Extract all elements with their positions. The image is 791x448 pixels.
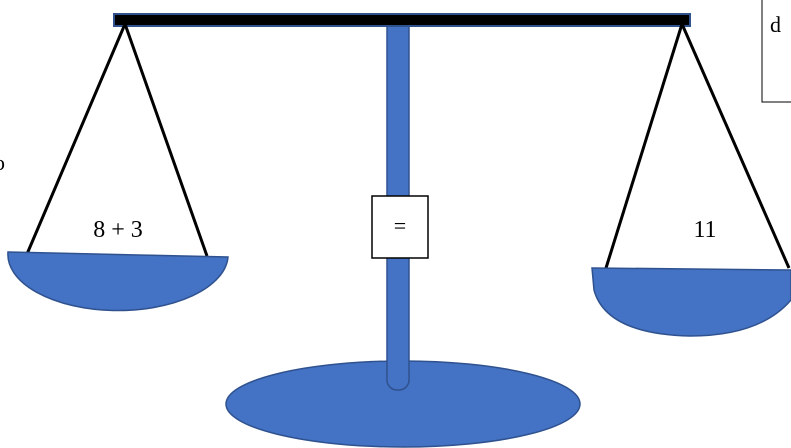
left-pan (7, 251, 229, 312)
right-pan-expression: 11 (693, 217, 716, 243)
equals-sign: = (394, 213, 406, 238)
left-string-outer (25, 23, 127, 255)
left-string-inner (123, 23, 209, 257)
left-pan-expression: 8 + 3 (93, 217, 143, 243)
cropped-text-box-frame (761, 0, 791, 103)
right-string-outer (604, 23, 684, 269)
left-strings (25, 23, 209, 257)
cropped-text-box-letter: d (770, 12, 781, 37)
cropped-text-box: d (761, 0, 791, 103)
equals-sign-frame (371, 195, 429, 259)
right-string-inner (680, 23, 791, 269)
left-edge-fragment-upper: o (0, 150, 5, 175)
right-pan (591, 267, 791, 337)
right-strings (604, 23, 791, 269)
scale-beam (113, 13, 691, 27)
equals-sign-box: = (371, 195, 429, 259)
